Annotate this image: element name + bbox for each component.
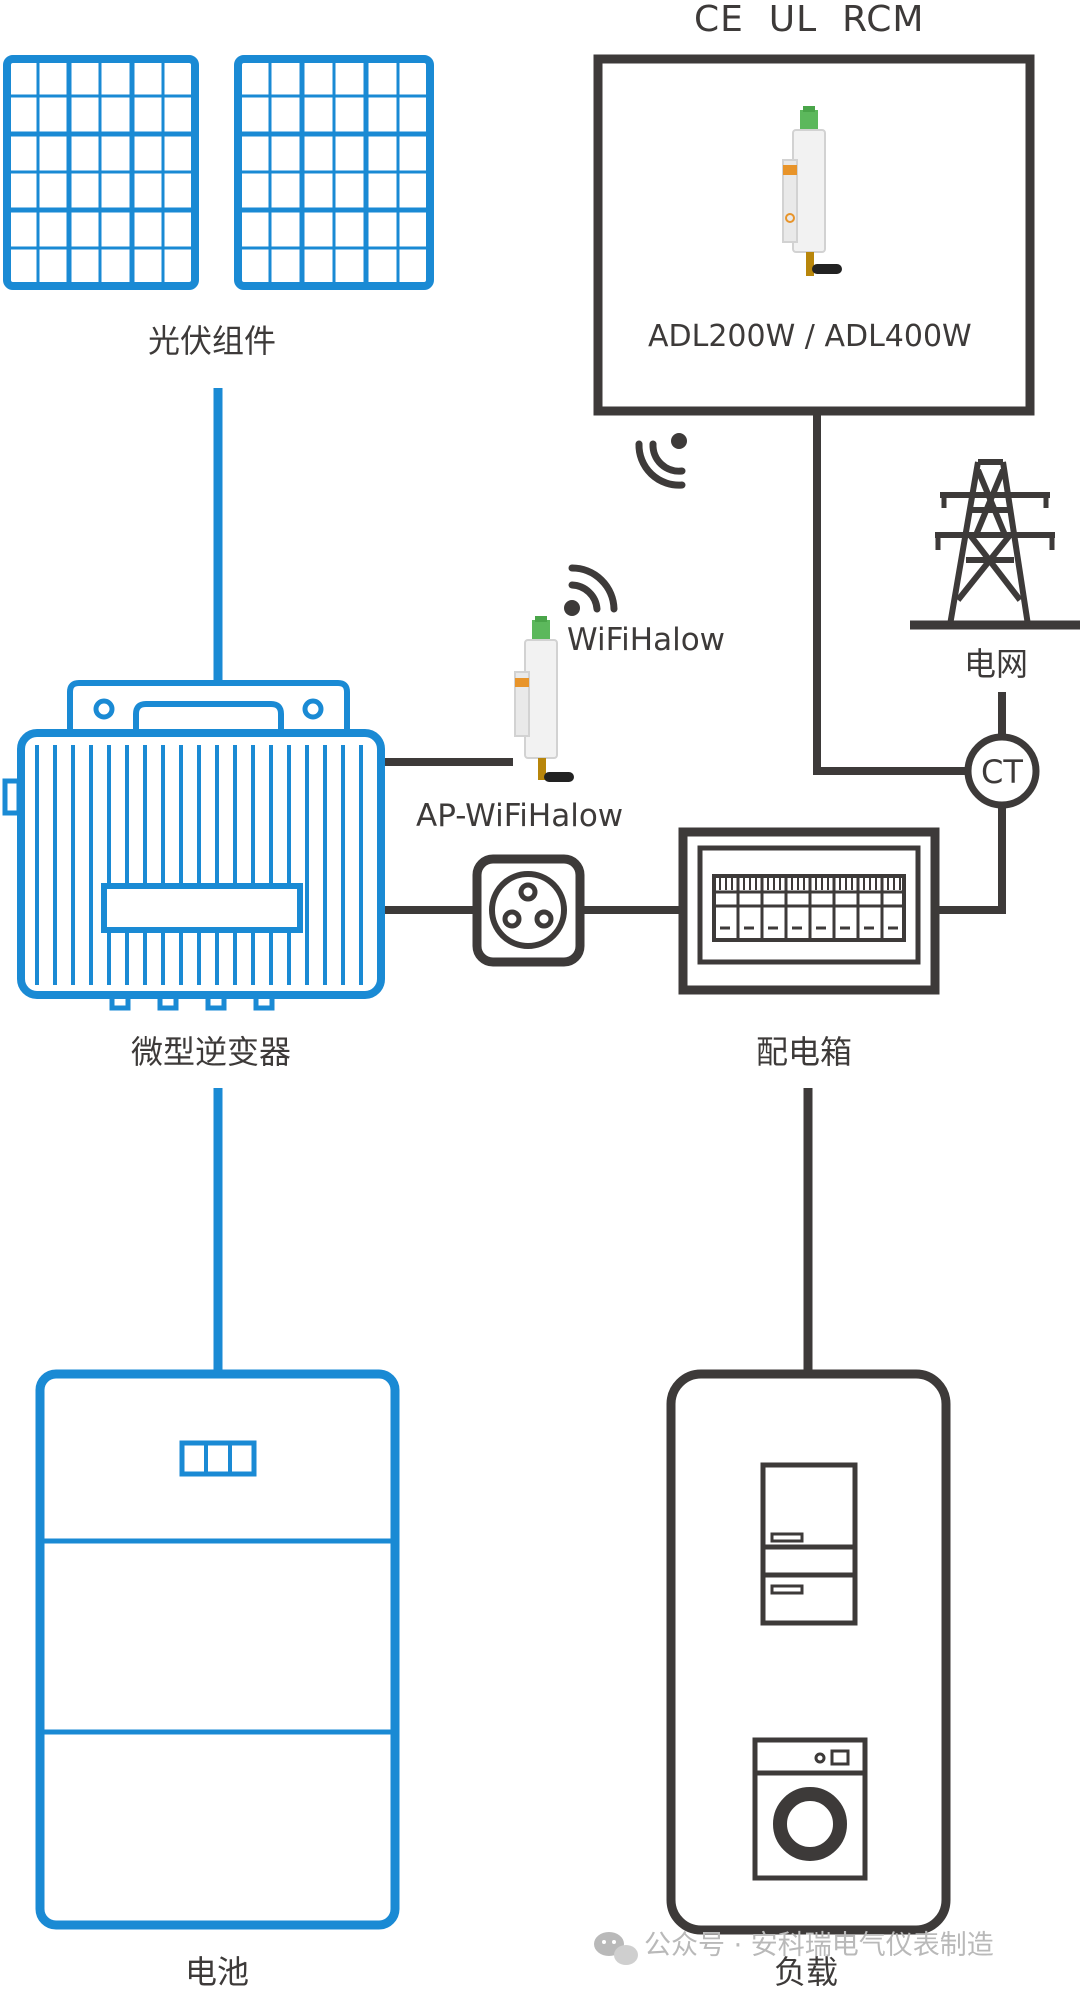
load-label: 负载: [774, 1953, 839, 1991]
battery-label: 电池: [185, 1953, 250, 1991]
load-enclosure: [666, 1369, 951, 1935]
connection-lines: [213, 388, 1006, 1372]
box-to-ct-line: [935, 805, 1006, 914]
refrigerator-icon: [760, 1462, 858, 1626]
ct-circle: [964, 733, 1040, 809]
wechat-icon: [594, 1932, 638, 1965]
distribution-box-icon: [678, 827, 940, 995]
pv-panel-left-icon: [3, 55, 199, 290]
socket-icon: [472, 854, 585, 967]
pv-panel-right-icon: [234, 55, 434, 290]
transmission-tower-icon: [910, 459, 1080, 630]
meter-signal-icon: [635, 433, 687, 489]
ct-label: CT: [981, 753, 1023, 791]
meter-model-label: ADL200W / ADL400W: [648, 319, 972, 354]
meter-device-icon: [782, 106, 842, 276]
meter-enclosure: [593, 54, 1035, 416]
wifi-halow-icon: [564, 564, 618, 616]
battery-icon: [35, 1369, 400, 1930]
micro-inverter-icon: [2, 680, 385, 1011]
wifihalow-label: WiFiHalow: [567, 622, 726, 658]
grid-label: 电网: [964, 645, 1029, 683]
pv-module-label: 光伏组件: [148, 322, 277, 360]
micro-inverter-label: 微型逆变器: [131, 1033, 292, 1071]
washing-machine-icon: [752, 1737, 868, 1881]
distribution-box-label: 配电箱: [756, 1033, 853, 1071]
certifications-label: CE UL RCM: [694, 0, 925, 40]
meter-to-ct-line: [813, 413, 967, 775]
ap-device-icon: [514, 616, 574, 782]
ap-wifihalow-label: AP-WiFiHalow: [416, 798, 624, 834]
watermark-text: 公众号 · 安科瑞电气仪表制造: [644, 1930, 994, 1961]
